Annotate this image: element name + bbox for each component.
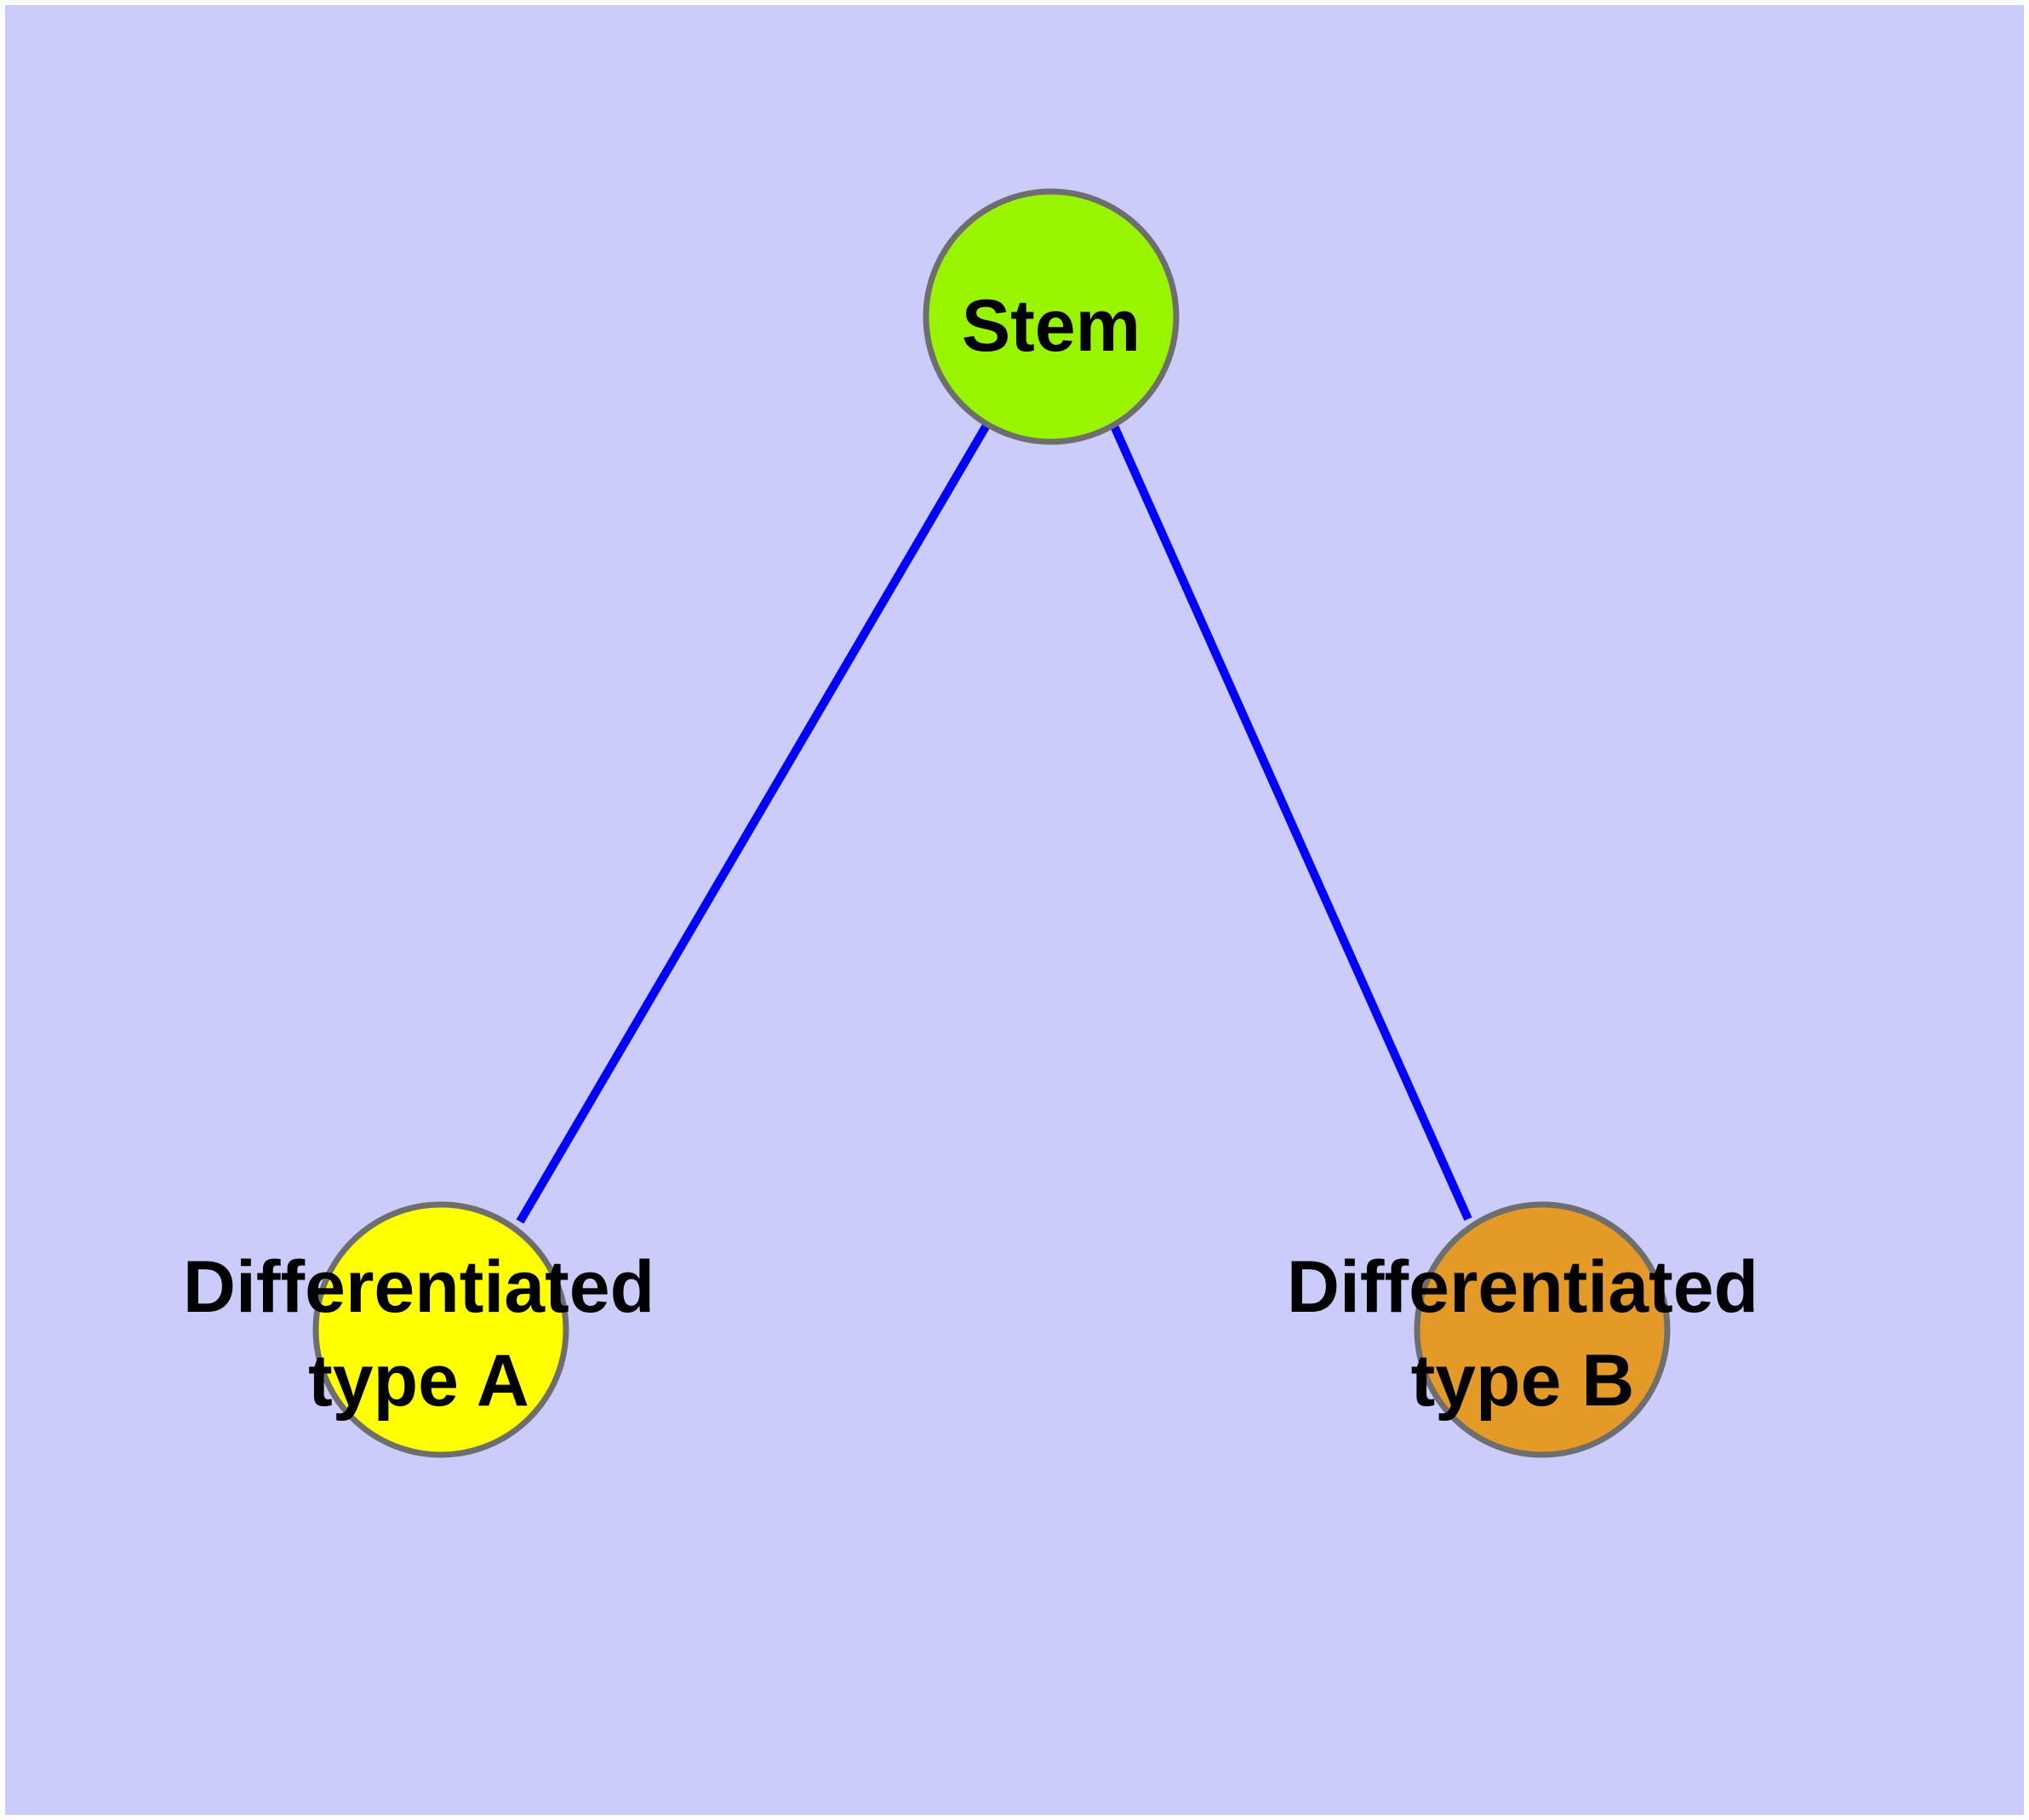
edge-stem-to-differentiated-type-a[interactable] bbox=[516, 421, 992, 1224]
node-stem-label: Stem bbox=[962, 285, 1140, 367]
node-differentiated-type-b[interactable] bbox=[1414, 1201, 1671, 1458]
node-differentiated-type-a-label-line1: Differentiated bbox=[183, 1246, 654, 1328]
nodes-layer bbox=[312, 188, 1671, 1458]
edge-stem-to-differentiated-type-b[interactable] bbox=[1109, 421, 1472, 1222]
node-differentiated-type-b-label-line1: Differentiated bbox=[1287, 1246, 1758, 1328]
node-differentiated-type-a-label-line2: type A bbox=[308, 1340, 529, 1422]
node-stem[interactable] bbox=[923, 188, 1180, 445]
node-differentiated-type-b-label-line2: type B bbox=[1411, 1340, 1635, 1422]
labels-layer: Stem Differentiated type A Differentiate… bbox=[183, 285, 1758, 1422]
edges-layer bbox=[516, 421, 1472, 1224]
node-differentiated-type-a[interactable] bbox=[312, 1201, 569, 1458]
